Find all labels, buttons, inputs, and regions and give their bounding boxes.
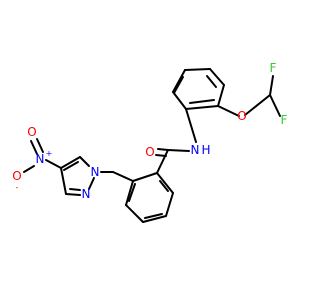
bond-c-o-ether	[244, 94, 271, 116]
bond-ring2-double-2	[144, 213, 163, 219]
atom-nitrogen-pyrazole-1: N	[91, 165, 100, 179]
bond-ring1-double-2	[173, 76, 184, 94]
bond-n-o-top-double	[36, 138, 44, 153]
bond-ring2-d	[125, 204, 144, 223]
bond-ring1-b	[209, 68, 225, 86]
bond-pz-c5-c4	[60, 156, 81, 169]
bond-cf-right	[269, 94, 281, 117]
atom-nitrogen-pyrazole-2: N	[82, 187, 91, 201]
bond-ring2-b	[165, 192, 174, 217]
bond-ring2-c	[142, 215, 167, 223]
bond-carbonyl-o-a	[157, 148, 169, 151]
atom-oxygen-nitro-bottom: O	[12, 169, 21, 183]
bond-ring1-d	[172, 69, 186, 93]
bond-ring2-f	[132, 172, 158, 182]
bond-carbonyl-ring	[156, 149, 169, 174]
bond-pz-c3-n2	[65, 193, 81, 196]
bond-ring1-c	[184, 68, 211, 71]
bond-ring1-double-3	[189, 99, 215, 104]
charge-plus-nitro: +	[46, 149, 53, 158]
atom-oxygen-carbonyl: O	[145, 145, 154, 159]
bond-aryl-n	[185, 108, 197, 143]
atom-nitrogen-nitro: N	[36, 152, 45, 166]
bond-n-o-top	[30, 140, 38, 155]
bond-pz-n1-c5	[79, 156, 90, 167]
molecule-structure: F F O O N H N N N + O O -	[12, 61, 288, 223]
bond-pz-c4-c3	[60, 167, 67, 195]
bond-pz-c3-n2-double	[69, 188, 81, 191]
bond-ring-ch2	[112, 171, 134, 182]
bond-ring2-a	[156, 172, 174, 194]
bond-pz-c5-c4-double	[63, 161, 79, 171]
bond-ring1-f	[185, 105, 219, 110]
atom-oxygen-nitro-top: O	[27, 125, 36, 139]
bond-ring1-e	[172, 91, 187, 110]
atom-fluorine-top: F	[270, 61, 277, 75]
atom-fluorine-right: F	[281, 113, 288, 127]
bond-ring2-e	[125, 180, 134, 206]
bond-ring1-a	[217, 84, 225, 107]
bond-ring1-double-1	[206, 75, 217, 88]
atom-nitrogen-amide: N	[191, 143, 200, 157]
bond-ring2-double-1	[159, 180, 169, 192]
bond-cf-top	[269, 75, 274, 96]
bond-ring2-double-3	[128, 183, 136, 202]
atom-oxygen-ether: O	[237, 109, 246, 123]
bond-n-carbonyl	[167, 149, 190, 152]
bond-o-aryl	[217, 105, 240, 117]
charge-minus-oxygen: -	[16, 183, 19, 192]
bond-n-o-bottom	[23, 165, 35, 173]
atom-hydrogen-amide: H	[201, 143, 210, 157]
atom-labels: F F O O N H N N N + O O -	[12, 61, 287, 201]
bond-c4-n-nitro	[45, 159, 62, 169]
bond-lines	[23, 68, 281, 223]
bond-pz-n2-n1	[88, 177, 95, 190]
